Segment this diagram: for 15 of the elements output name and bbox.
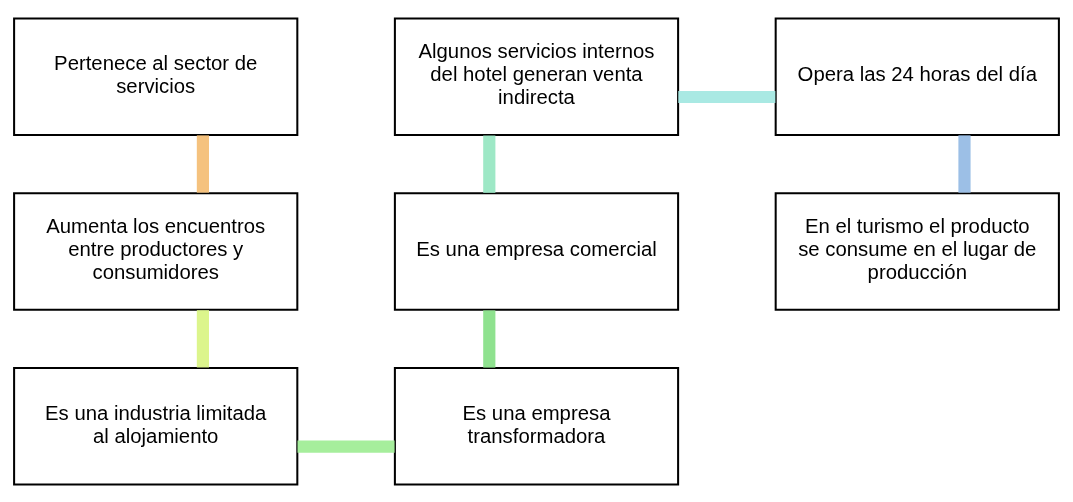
node-box: Es una industria limitada al alojamiento [13, 366, 299, 486]
node-box: Aumenta los encuentros entre productores y consumidores [13, 191, 299, 311]
node-box: Opera las 24 horas del día [774, 16, 1060, 136]
node-box: Pertenece al sector de servicios [13, 16, 299, 136]
node-box: Algunos servicios internos del hotel generan venta indirecta [393, 16, 680, 136]
connector [483, 309, 496, 368]
connector [196, 309, 209, 367]
connector [196, 134, 209, 193]
node-box: Es una empresa transformadora [393, 366, 680, 486]
connector [483, 135, 496, 193]
connector [678, 90, 776, 103]
node-box: Es una empresa comercial [393, 191, 680, 311]
connector [958, 134, 971, 193]
connector [297, 440, 395, 453]
node-box: En el turismo el producto se consume en el lugar de producción [774, 191, 1060, 311]
